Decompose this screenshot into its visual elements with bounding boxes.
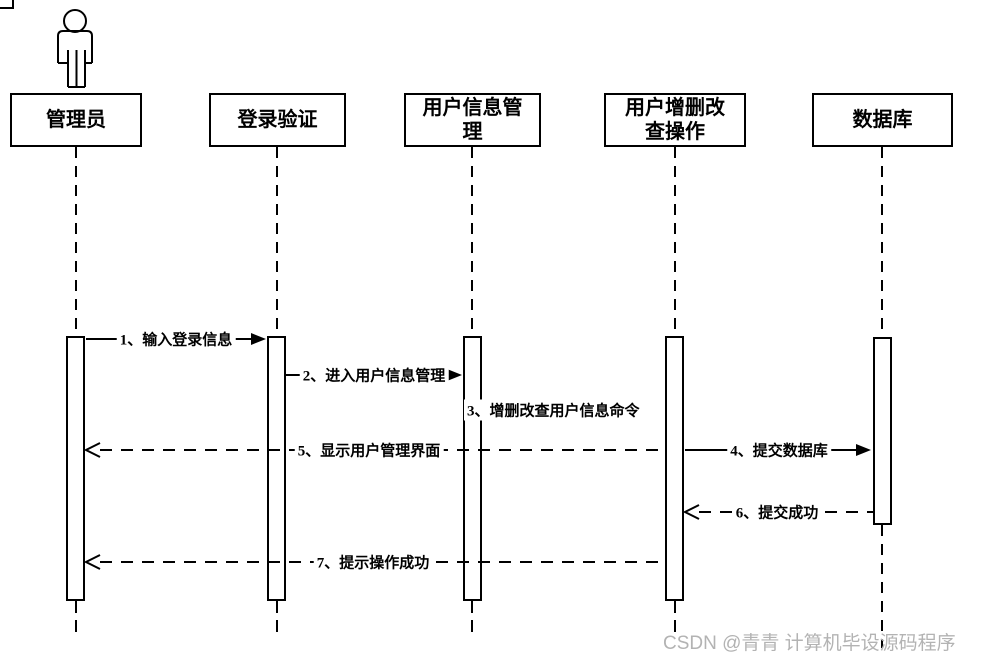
message-7-arrowhead-icon [84,554,101,570]
lifeline-database [881,147,883,337]
message-6-label: 6、提交成功 [732,501,822,523]
participant-user-info-mgmt: 用户信息管理 [404,93,541,147]
participant-login-verify: 登录验证 [209,93,346,147]
participant-database-label: 数据库 [852,109,913,131]
participant-user-info-mgmt-label: 用户信息管理 [422,97,523,143]
message-1-arrowhead-icon [251,333,266,345]
lifeline-tail-database [881,525,883,648]
participant-user-crud: 用户增删改查操作 [604,93,746,147]
lifeline-tail-admin-dash [75,620,77,632]
lifeline-user-info-mgmt [471,147,473,336]
activation-user-crud [665,336,684,601]
lifeline-tail-login [276,601,278,613]
lifeline-tail-login-dash [276,620,278,632]
lifeline-tail-info-dash [471,620,473,632]
message-4-arrowhead-icon [856,444,871,456]
message-4-label: 4、提交数据库 [727,439,831,461]
message-3-label: 3、增删改查用户信息命令 [464,399,643,421]
lifeline-user-crud [674,147,676,336]
message-2-arrowhead-icon [447,369,462,381]
participant-login-verify-label: 登录验证 [237,109,318,131]
participant-database: 数据库 [812,93,953,147]
message-5-label: 5、显示用户管理界面 [294,439,444,461]
corner-rect-fragment [0,0,14,9]
activation-login-verify [267,336,286,601]
message-2-label: 2、进入用户信息管理 [299,364,449,386]
activation-database [873,337,892,525]
participant-admin: 管理员 [10,93,142,147]
csdn-watermark: CSDN @青青 计算机毕设源码程序 [663,633,956,654]
message-6-arrowhead-icon [683,504,700,520]
lifeline-admin [75,147,77,336]
lifeline-tail-crud [674,601,676,613]
activation-admin [66,336,85,601]
message-5-arrowhead-icon [84,442,101,458]
participant-admin-label: 管理员 [46,109,106,131]
participant-user-crud-label: 用户增删改查操作 [625,97,725,143]
lifeline-tail-admin [75,601,77,613]
message-7-label: 7、提示操作成功 [313,551,433,573]
lifeline-tail-info [471,601,473,613]
person-icon [57,9,93,88]
lifeline-tail-crud-dash [674,620,676,632]
message-1-label: 1、输入登录信息 [116,328,236,350]
lifeline-login-verify [276,147,278,336]
